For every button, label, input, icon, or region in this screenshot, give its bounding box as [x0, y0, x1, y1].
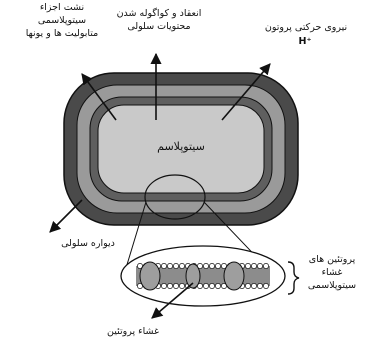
lipid-head: [263, 263, 268, 268]
lipid-head: [173, 283, 178, 288]
lipid-head: [215, 263, 220, 268]
label-cell-wall: دیواره سلولی: [48, 238, 128, 251]
lipid-head: [245, 263, 250, 268]
lipid-head: [251, 283, 256, 288]
lipid-head: [215, 283, 220, 288]
label-coagulation: انعقاد و کواگوله شدن محتویات سلولی: [100, 8, 218, 34]
lipid-head: [263, 283, 268, 288]
lipid-head: [161, 263, 166, 268]
lipid-head: [179, 263, 184, 268]
lipid-head: [251, 263, 256, 268]
lipid-head: [203, 263, 208, 268]
lipid-head: [167, 263, 172, 268]
lipid-head: [209, 263, 214, 268]
label-proton-force: نیروی حرکتی پروتون: [248, 22, 364, 35]
lipid-head: [209, 283, 214, 288]
label-cytoplasm: سیتوپلاسم: [110, 140, 252, 155]
lipid-head: [167, 283, 172, 288]
label-membrane-protein: غشاء پروتئین: [92, 326, 174, 339]
label-membrane-proteins: پروتئین های غشاء سیتوپلاسمی: [296, 254, 368, 292]
arrow-cell-wall: [50, 200, 82, 232]
lipid-head: [179, 283, 184, 288]
phospholipid-bilayer: [136, 262, 270, 290]
membrane-protein-blob-left: [140, 262, 160, 290]
lipid-head: [161, 283, 166, 288]
membrane-protein-blob-center: [186, 264, 200, 288]
membrane-protein-blob-right: [224, 262, 244, 290]
lipid-head: [257, 283, 262, 288]
lipid-head: [257, 263, 262, 268]
label-proton-symbol: H⁺: [290, 36, 320, 49]
lipid-head: [173, 263, 178, 268]
lipid-head: [203, 283, 208, 288]
lipid-head: [245, 283, 250, 288]
